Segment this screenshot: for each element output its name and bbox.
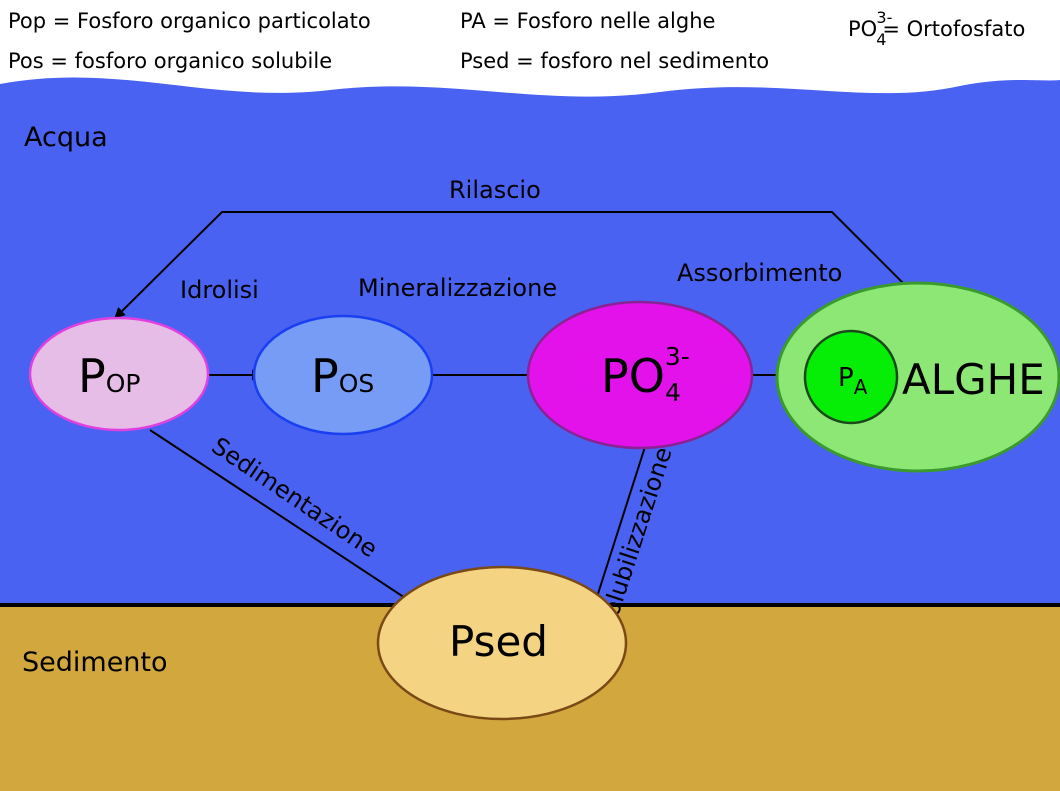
node-pos-sub: OS (339, 369, 375, 398)
zone-sediment-label: Sedimento (22, 647, 168, 678)
node-po4-shape (526, 300, 754, 450)
node-pop-main: P (78, 349, 106, 403)
node-po4-label: PO4 3- (601, 342, 690, 407)
node-alghe: PA ALGHE (775, 281, 1060, 473)
node-po4: PO4 3- (526, 300, 754, 450)
legend-pos: Pos = fosforo organico solubile (8, 49, 332, 73)
legend-psed: Psed = fosforo nel sedimento (460, 49, 769, 73)
node-po4-main: PO (601, 349, 665, 403)
node-po4-sup: 3- (665, 342, 690, 371)
node-psed: Psed (376, 565, 628, 721)
process-rilascio: Rilascio (449, 176, 541, 204)
node-pop-sub: OP (106, 369, 141, 398)
node-pa-main: P (838, 363, 854, 393)
node-pa-label: PA (838, 363, 868, 399)
node-pos-main: P (311, 349, 339, 403)
node-pa-shape (803, 329, 899, 425)
legend-pa: PA = Fosforo nelle alghe (460, 9, 715, 33)
process-idrolisi: Idrolisi (180, 276, 259, 304)
node-pop-label: POP (78, 349, 141, 403)
node-alghe-label: ALGHE (902, 355, 1045, 404)
node-po4-sub: 4 (665, 378, 681, 407)
node-pop: POP (28, 316, 210, 432)
legend-ortho-sup: 3- (876, 8, 892, 27)
arrow-rilascio (114, 211, 916, 319)
node-pos: POS (252, 314, 434, 436)
legend-ortho-base: PO (848, 17, 877, 41)
node-pos-label: POS (311, 349, 374, 403)
node-psed-label: Psed (449, 617, 548, 666)
arrow-sedimentazione (149, 429, 429, 614)
node-psed-shape (376, 565, 628, 721)
process-assorbimento: Assorbimento (677, 259, 842, 287)
node-pa-sub: A (854, 375, 868, 399)
water-zone (0, 77, 1060, 607)
legend-ortho-rest: = Ortofosfato (882, 17, 1025, 41)
zone-water-label: Acqua (24, 122, 108, 153)
legend-ortho-sub: 4 (876, 30, 886, 49)
arrow-solubilizzazione (595, 423, 655, 601)
process-mineralizzazione: Mineralizzazione (358, 274, 557, 302)
legend-pop: Pop = Fosforo organico particolato (8, 9, 371, 33)
node-pos-shape (252, 314, 434, 436)
node-pop-shape (28, 316, 210, 432)
legend-orthophosphate: PO4 3-= Ortofosfato (848, 8, 1025, 49)
